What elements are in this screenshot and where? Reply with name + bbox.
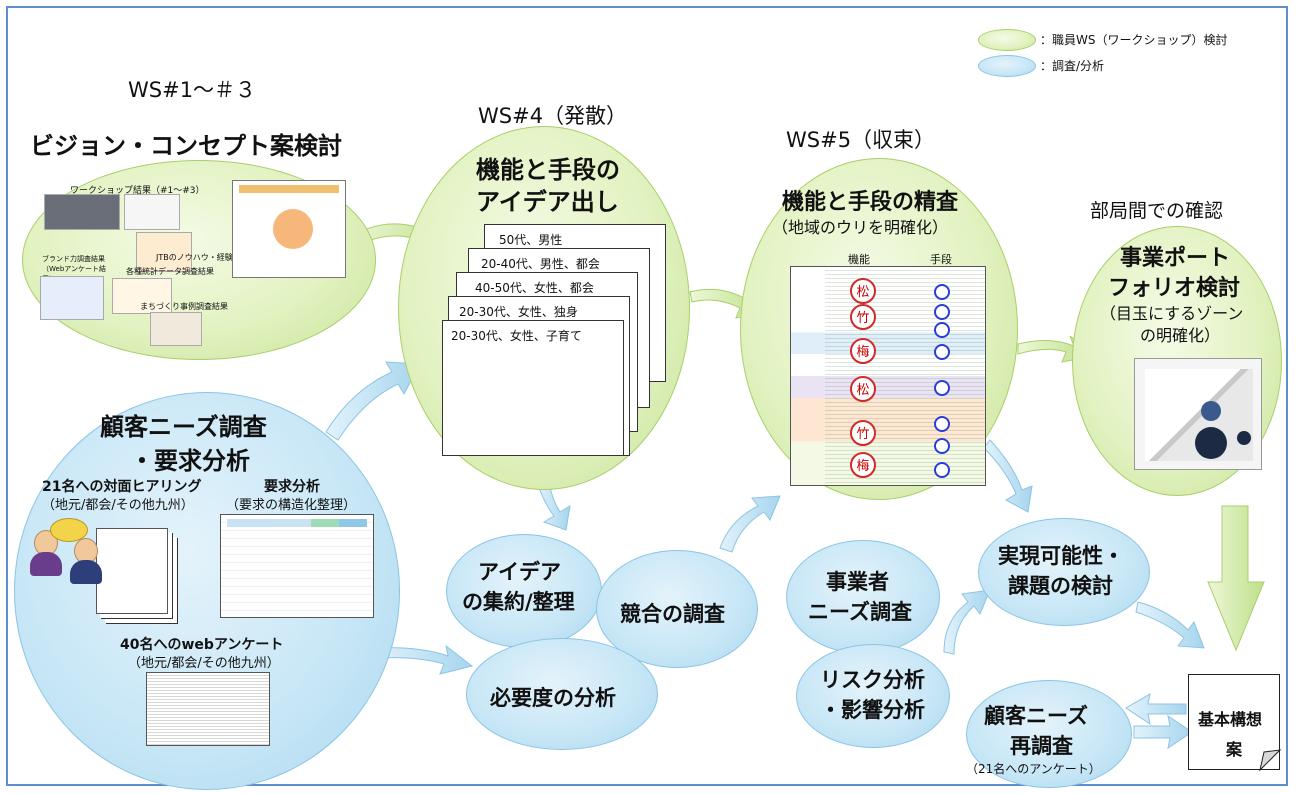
operator-bubble (786, 540, 940, 654)
final-line1: 基本構想 (1198, 710, 1263, 729)
portfolio-chart (1134, 358, 1262, 470)
recheck-subtitle: （21名へのアンケート） (966, 762, 1101, 776)
analysis-subtitle: （要求の構造化整理） (226, 498, 357, 513)
ws13-photo-thumb (44, 194, 120, 230)
ws5-o-mark (934, 416, 950, 432)
ws13-sheet-thumb (124, 194, 180, 230)
risk-line2: ・影響分析 (820, 698, 925, 722)
ws13-thumb5-caption: まちづくり事例調査結果 (140, 302, 228, 311)
analysis-title: 要求分析 (264, 479, 320, 495)
ws5-subtitle: （地域のウリを明確化） (772, 218, 949, 237)
arrow-web-to-necessity (371, 644, 474, 675)
portfolio-sub-line1: （目玉にするゾーン (1100, 304, 1244, 323)
ws13-cases-thumb (150, 312, 202, 346)
competition-bubble (596, 550, 758, 668)
ws5-mark-take-1: 竹 (850, 304, 876, 330)
ws5-mark-take-2: 竹 (850, 420, 876, 446)
ws5-o-mark (934, 462, 950, 478)
portfolio-header: 部局間での確認 (1090, 200, 1224, 222)
ws5-col-means: 手段 (930, 253, 952, 266)
ws13-stats-thumb (112, 278, 172, 314)
ws4-header: WS#4（発散） (478, 104, 628, 128)
idea-line1: アイデア (478, 560, 561, 584)
ws13-header: WS#1〜＃３ (128, 78, 257, 102)
ws5-mark-matsu-2: 松 (850, 376, 876, 402)
risk-line1: リスク分析 (820, 668, 925, 692)
portfolio-title-line2: フォリオ検討 (1108, 276, 1241, 301)
ws4-title-line2: アイデア出し (476, 188, 619, 216)
ws5-header: WS#5（収束） (786, 128, 936, 152)
ws13-thumb3-caption: JTBのノウハウ・経験 (156, 253, 233, 262)
web-survey-thumb (146, 672, 270, 746)
hearing-doc-stack (96, 528, 168, 614)
arrow-final-to-recheck (1125, 693, 1187, 726)
ws5-o-mark (934, 284, 950, 300)
recheck-line2: 再調査 (1010, 734, 1073, 758)
ws5-mark-ume-1: 梅 (850, 338, 876, 364)
competition-label: 競合の調査 (620, 602, 725, 626)
hearing-title: 21名への対面ヒアリング (42, 479, 202, 495)
legend-green-swatch (978, 29, 1036, 51)
ws5-o-mark (934, 438, 950, 454)
ws5-o-mark (934, 322, 950, 338)
ws4-card-5: 20-30代、女性、子育て (442, 320, 624, 456)
ws13-brand-thumb (40, 276, 104, 320)
legend-blue-label: ：調査/分析 (1040, 59, 1105, 73)
feasibility-bubble (978, 518, 1150, 626)
ws5-o-mark (934, 304, 950, 320)
arrow-ws5-to-feasibility (983, 439, 1033, 513)
operator-line2: ニーズ調査 (808, 600, 912, 624)
legend-green-label: ：職員WS（ワークショップ）検討 (1040, 33, 1228, 47)
ws5-o-mark (934, 344, 950, 360)
arrow-recheck-to-final (1133, 714, 1193, 750)
web-survey-title: 40名へのwebアンケート (120, 637, 284, 653)
feasibility-line1: 実現可能性・ (998, 544, 1124, 568)
ws13-thumb1-caption: ワークショップ結果（#1〜#3） (70, 186, 205, 196)
analysis-table-thumb (220, 514, 374, 618)
idea-bubble (446, 534, 602, 648)
ws13-chart-thumb (136, 232, 192, 272)
operator-line1: 事業者 (826, 570, 889, 594)
customer-title-line2: ・要求分析 (130, 447, 250, 475)
portfolio-title-line1: 事業ポート (1120, 246, 1231, 271)
feasibility-line2: 課題の検討 (1008, 574, 1113, 598)
diagram-frame (6, 6, 1288, 786)
hearing-subtitle: （地元/都会/その他九州） (42, 498, 194, 513)
ws5-o-mark (934, 380, 950, 396)
ws5-mark-matsu-1: 松 (850, 278, 876, 304)
person-icon (74, 538, 98, 564)
recheck-bubble (966, 680, 1132, 788)
necessity-bubble (466, 638, 658, 750)
web-survey-subtitle: （地元/都会/その他九州） (128, 656, 280, 671)
legend-blue-swatch (978, 55, 1036, 77)
necessity-label: 必要度の分析 (490, 686, 616, 710)
ws13-title: ビジョン・コンセプト案検討 (30, 132, 342, 160)
ws5-title: 機能と手段の精査 (782, 190, 959, 215)
ws5-col-function: 機能 (848, 253, 870, 266)
recheck-line1: 顧客ニーズ (984, 704, 1088, 728)
idea-line2: の集約/整理 (462, 590, 575, 614)
arrow-competition-to-ws5 (719, 495, 781, 553)
customer-title-line1: 顧客ニーズ調査 (100, 413, 267, 441)
arrow-risk-to-feasibility (943, 589, 991, 655)
person-icon (70, 560, 102, 584)
ws4-title-line1: 機能と手段の (476, 156, 620, 184)
arrow-customer-to-ws4 (325, 361, 421, 441)
arrow-portfolio-down (1207, 505, 1265, 652)
ws13-concept-thumb (232, 180, 346, 278)
arrow-feasibility-to-final (1135, 601, 1205, 649)
ws13-thumb4-caption: 各種統計データ調査結果 (126, 267, 214, 276)
final-line2: 案 (1226, 740, 1243, 759)
speech-bubble-icon (50, 518, 88, 542)
person-icon (30, 552, 62, 576)
ws5-matrix-table (790, 266, 986, 486)
risk-bubble (796, 644, 950, 748)
portfolio-sub-line2: の明確化） (1140, 326, 1221, 345)
ws5-mark-ume-2: 梅 (850, 452, 876, 478)
